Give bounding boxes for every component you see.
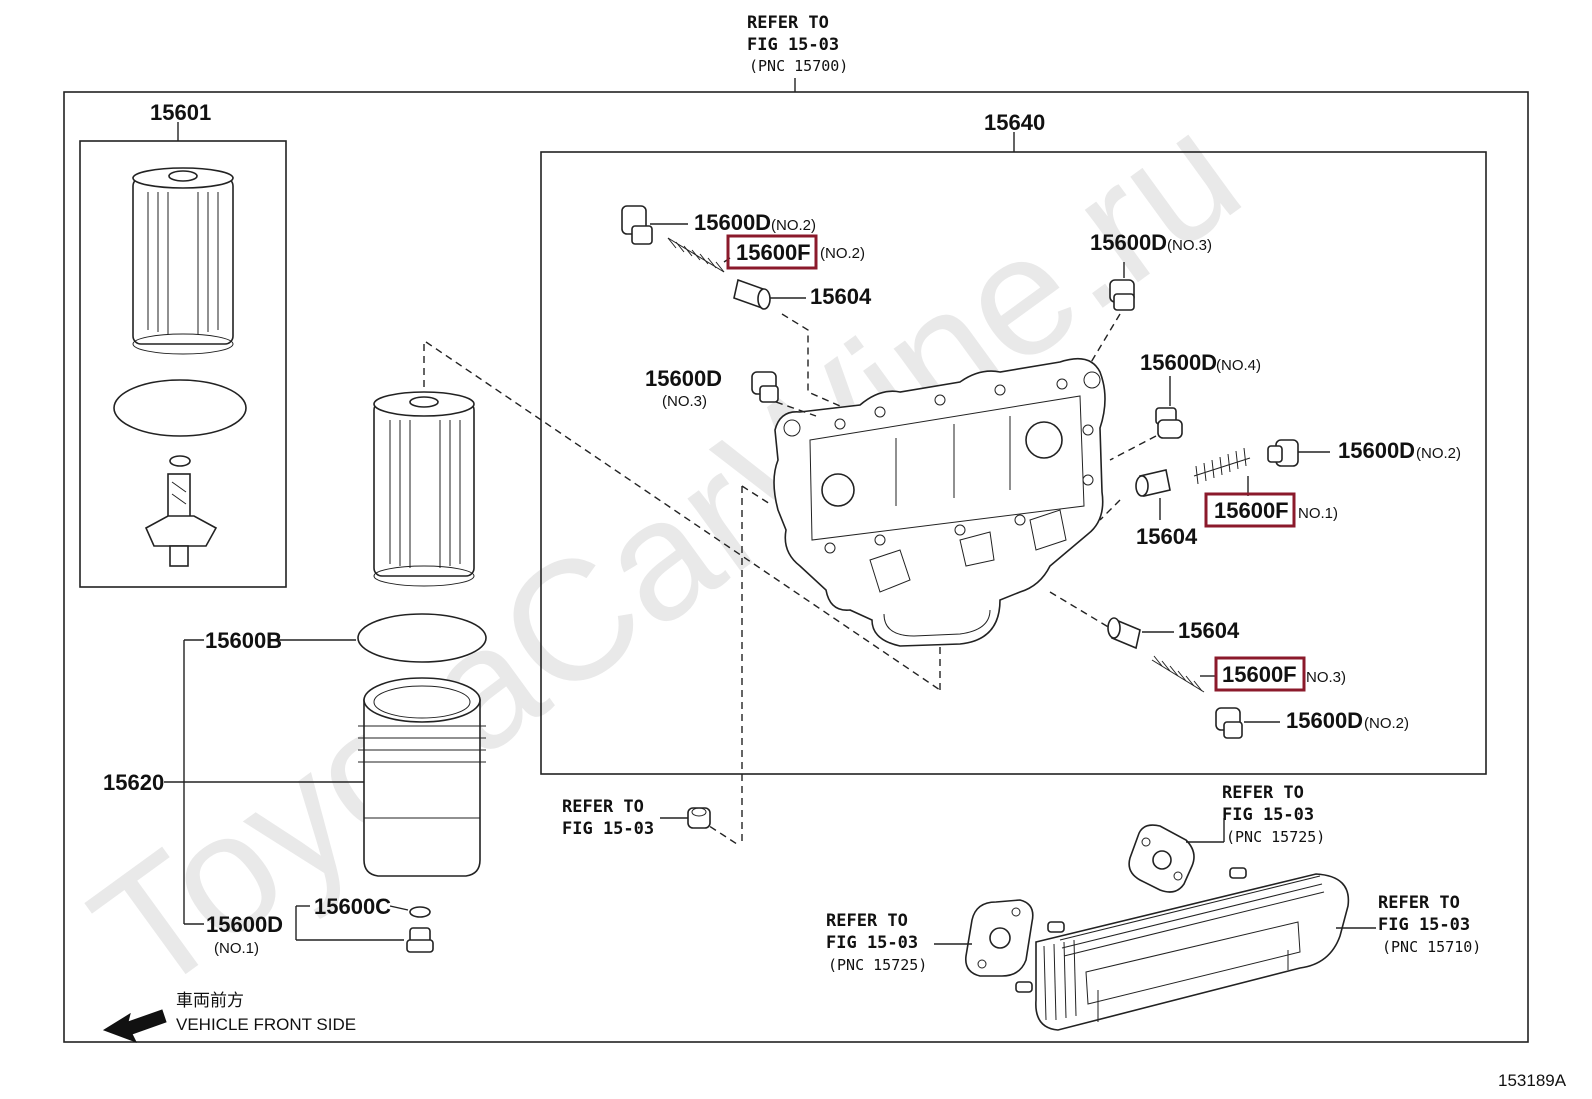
legend-japanese: 車両前方 — [176, 991, 244, 1010]
drain-plug-15600d-no1-icon — [406, 927, 434, 953]
refer-top[interactable]: REFER TO FIG 15-03 (PNC 15700) — [747, 13, 848, 75]
spring-top-no2-icon — [667, 237, 725, 273]
refer-mid-line2: FIG 15-03 — [562, 819, 654, 839]
plug-no4-icon — [1155, 407, 1183, 439]
part-15600d-right-no2-label[interactable]: 15600D — [1338, 438, 1415, 463]
part-15600d-left-no3-note: (NO.3) — [662, 393, 707, 410]
refer-right-top-line1: REFER TO — [1222, 783, 1304, 803]
plug-top-no2-icon — [621, 205, 653, 245]
refer-right-line3: (PNC 15710) — [1382, 938, 1481, 956]
figure-id: 153189A — [1498, 1071, 1567, 1090]
refer-top-line2: FIG 15-03 — [747, 35, 839, 55]
refer-right-top-line2: FIG 15-03 — [1222, 805, 1314, 825]
refer-bottom-left-line1: REFER TO — [826, 911, 908, 931]
spring-low-no3-icon — [1151, 655, 1205, 693]
relief-valve-top-icon — [733, 278, 771, 310]
oil-filter-bracket-icon — [773, 357, 1106, 647]
part-15600b-label[interactable]: 15600B — [205, 628, 282, 653]
plug-low-no2-icon — [1215, 707, 1243, 739]
part-15600d-top-no2-label[interactable]: 15600D — [694, 210, 771, 235]
nut-icon — [687, 807, 711, 829]
o-ring-15600b-icon — [357, 613, 487, 663]
legend-english: VEHICLE FRONT SIDE — [176, 1015, 356, 1034]
refer-mid[interactable]: REFER TO FIG 15-03 — [562, 797, 654, 839]
vehicle-front-arrow-icon — [102, 1009, 167, 1043]
refer-mid-line1: REFER TO — [562, 797, 644, 817]
o-ring-15600c-icon — [409, 906, 431, 918]
gasket-top-icon — [1128, 824, 1195, 893]
part-15600c-label[interactable]: 15600C — [314, 894, 391, 919]
spring-right-no1-icon — [1193, 447, 1251, 485]
gasket-left-icon — [964, 899, 1034, 977]
refer-bottom-left-line2: FIG 15-03 — [826, 933, 918, 953]
part-15600d-left-no3-label[interactable]: 15600D — [645, 366, 722, 391]
refer-bottom-left[interactable]: REFER TO FIG 15-03 (PNC 15725) — [826, 911, 927, 974]
refer-right-line2: FIG 15-03 — [1378, 915, 1470, 935]
part-15600f-top-no2-label[interactable]: 15600F — [736, 240, 811, 265]
refer-right-top[interactable]: REFER TO FIG 15-03 (PNC 15725) — [1222, 783, 1325, 846]
part-15600d-low-no2-label[interactable]: 15600D — [1286, 708, 1363, 733]
part-15601-label[interactable]: 15601 — [150, 100, 211, 125]
oil-filter-cap-icon — [358, 677, 486, 877]
watermark: ToyotaCarWine.ru — [60, 77, 1272, 1030]
refer-right-top-line3: (PNC 15725) — [1226, 828, 1325, 846]
oil-cooler-icon — [1015, 867, 1350, 1031]
relief-valve-low-icon — [1107, 617, 1141, 650]
part-15640-label[interactable]: 15640 — [984, 110, 1045, 135]
part-15604-low-label[interactable]: 15604 — [1178, 618, 1240, 643]
o-ring-small-icon — [169, 455, 191, 467]
filter-element-icon — [132, 167, 234, 355]
part-15620-label[interactable]: 15620 — [103, 770, 164, 795]
part-15600d-no1-note: (NO.1) — [214, 940, 259, 957]
part-15600d-no1-label[interactable]: 15600D — [206, 912, 283, 937]
part-15600d-no4-label[interactable]: 15600D — [1140, 350, 1217, 375]
part-15600f-right-no1-label[interactable]: 15600F — [1214, 498, 1289, 523]
part-15600f-low-no3-label[interactable]: 15600F — [1222, 662, 1297, 687]
filter-element-box — [79, 140, 287, 588]
part-15600d-right-no3-label[interactable]: 15600D — [1090, 230, 1167, 255]
o-ring-large-icon — [113, 379, 247, 437]
highlight-15600f-top — [726, 234, 818, 270]
plug-right-no2-icon — [1267, 439, 1299, 467]
relief-valve-right-icon — [1135, 469, 1171, 497]
part-15600f-low-no3-note: NO.3) — [1306, 669, 1346, 686]
main-frame — [63, 91, 1529, 1043]
refer-top-line3: (PNC 15700) — [749, 57, 848, 75]
highlight-15600f-right — [1204, 492, 1296, 528]
refer-right-line1: REFER TO — [1378, 893, 1460, 913]
refer-bottom-left-line3: (PNC 15725) — [828, 956, 927, 974]
refer-top-line1: REFER TO — [747, 13, 829, 33]
part-15600f-top-no2-note: (NO.2) — [820, 245, 865, 262]
part-15600f-right-no1-note: NO.1) — [1298, 505, 1338, 522]
part-15604-right-label[interactable]: 15604 — [1136, 524, 1198, 549]
highlight-15600f-low — [1214, 656, 1306, 692]
part-15600d-no4-note: (NO.4) — [1216, 357, 1261, 374]
refer-right[interactable]: REFER TO FIG 15-03 (PNC 15710) — [1378, 893, 1481, 956]
part-15600d-right-no2-note: (NO.2) — [1416, 445, 1461, 462]
part-15600d-top-no2-note: (NO.2) — [771, 217, 816, 234]
oil-filter-element-icon — [373, 391, 475, 587]
drain-valve-icon — [144, 473, 218, 567]
plug-right-no3-icon — [1109, 279, 1135, 311]
part-15600d-right-no3-note: (NO.3) — [1167, 237, 1212, 254]
part-15600d-low-no2-note: (NO.2) — [1364, 715, 1409, 732]
part-15604-top-label[interactable]: 15604 — [810, 284, 872, 309]
plug-left-no3-icon — [751, 371, 779, 403]
